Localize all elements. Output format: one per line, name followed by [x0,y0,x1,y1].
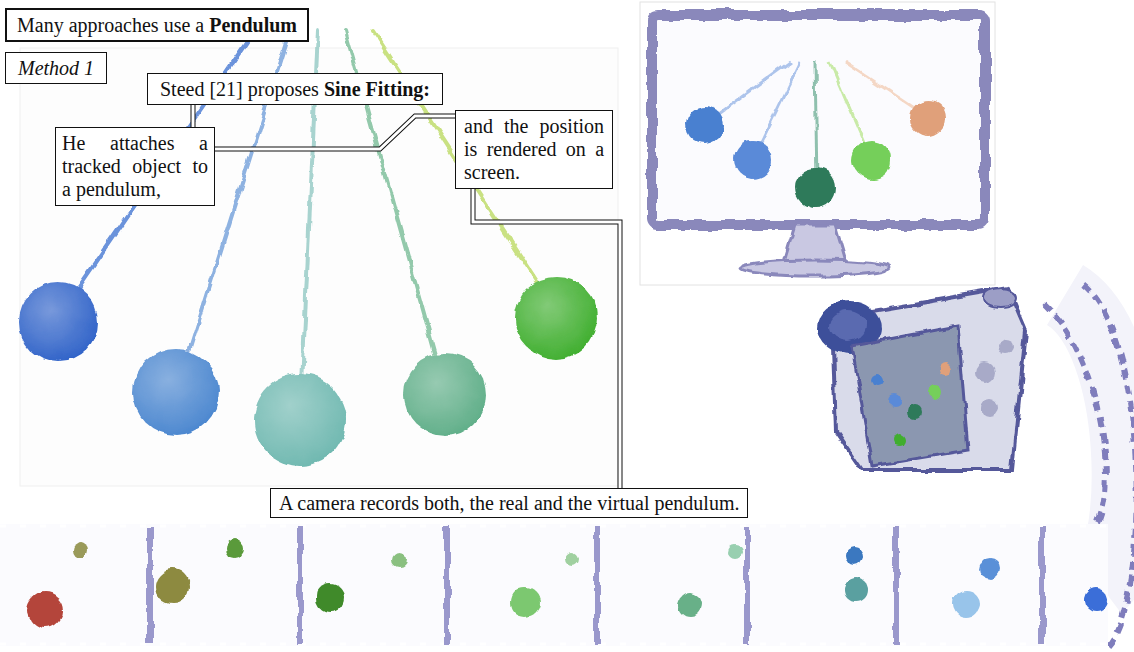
connector-outline [215,116,455,149]
text-box: A camera records both, the real and the … [270,488,748,518]
film-strip [0,282,1134,646]
node-text: Steed [21] proposes Sine Fitting: [160,77,430,101]
monitor [640,2,995,285]
connector-outline [191,105,196,127]
node-text: A camera records both, the real and the … [279,491,739,515]
node-text: Many approaches use a Pendulum [17,13,297,37]
connector [215,116,455,149]
node-text: Method 1 [18,56,94,80]
method-tag: Method 1 [5,52,107,84]
pendulum-balls [18,277,597,466]
connector [473,189,620,488]
connector [193,105,194,127]
node-text: He attaches a tracked object to a pendul… [62,132,208,201]
text-box: Steed [21] proposes Sine Fitting: [147,73,443,105]
camera [818,288,1026,470]
connector-outline [473,189,620,488]
heading-box: Many approaches use a Pendulum [5,8,309,42]
text-box: He attaches a tracked object to a pendul… [55,127,215,206]
connector-inner [215,116,455,149]
text-box: and the position is rendered on a screen… [455,110,613,189]
connector-inner [473,189,620,488]
connector-inner [192,105,195,127]
node-text: and the position is rendered on a screen… [464,115,604,184]
